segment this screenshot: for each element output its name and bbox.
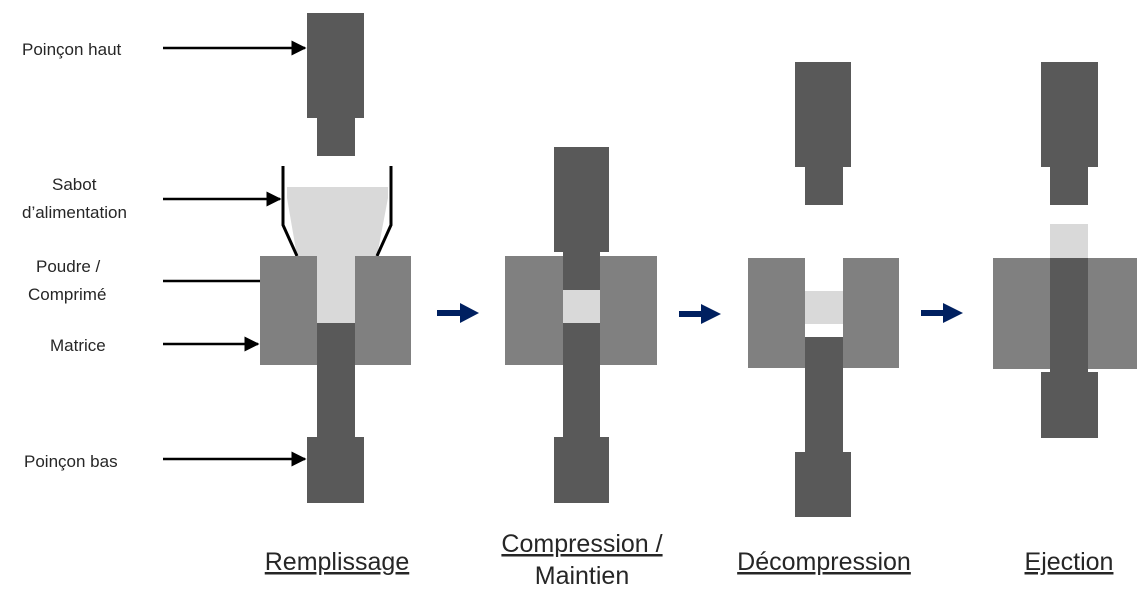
stage-arrow-2 xyxy=(679,304,721,324)
die-right xyxy=(355,256,411,365)
stage-arrow-3 xyxy=(921,303,963,323)
lower-punch-rod xyxy=(563,323,600,437)
die-left xyxy=(993,258,1050,369)
powder-fill xyxy=(287,187,388,323)
stage-title-filling: Remplissage xyxy=(265,548,410,576)
lower-punch-rod xyxy=(1050,258,1088,372)
ejected-compact xyxy=(1050,224,1088,258)
lower-punch-label: Poinçon bas xyxy=(24,452,118,471)
die-left xyxy=(505,256,563,365)
lower-punch-base xyxy=(554,437,609,503)
stage-title-ejection: Ejection xyxy=(1025,548,1114,576)
upper-punch-label: Poinçon haut xyxy=(22,40,122,59)
feed-shoe-label-line2: d’alimentation xyxy=(22,203,127,222)
lower-punch-rod xyxy=(317,323,355,437)
die-label: Matrice xyxy=(50,336,106,355)
compact xyxy=(805,291,843,324)
lower-punch-base xyxy=(1041,372,1098,438)
powder-label-line1: Poudre / xyxy=(36,257,101,276)
stage-title-compression-line2: Maintien xyxy=(535,562,630,589)
die-right xyxy=(600,256,657,365)
stage-arrow-1 xyxy=(437,303,479,323)
stage-title-decompression: Décompression xyxy=(737,548,911,576)
stage-filling xyxy=(260,13,411,503)
die-right xyxy=(843,258,899,368)
stage-ejection xyxy=(993,62,1137,438)
upper-punch-tip xyxy=(805,167,843,205)
upper-punch-tip xyxy=(563,252,600,290)
compact xyxy=(563,290,600,323)
stage-compression xyxy=(505,147,657,503)
lower-punch-rod xyxy=(805,337,843,452)
lower-punch-base xyxy=(795,452,851,517)
powder-label-line2: Comprimé xyxy=(28,285,106,304)
upper-punch-head xyxy=(795,62,851,167)
feed-shoe-label-line1: Sabot xyxy=(52,175,97,194)
lower-punch-base xyxy=(307,437,364,503)
upper-punch-head xyxy=(1041,62,1098,167)
stage-title-compression-line1: Compression / xyxy=(501,530,662,558)
upper-punch-head xyxy=(554,147,609,252)
upper-punch-head xyxy=(307,13,364,118)
stage-decompression xyxy=(748,62,899,517)
die-left xyxy=(748,258,805,368)
die-left xyxy=(260,256,317,365)
die-right xyxy=(1088,258,1137,369)
upper-punch-tip xyxy=(1050,167,1088,205)
feed-shoe xyxy=(281,166,393,257)
upper-punch-tip xyxy=(317,118,355,156)
